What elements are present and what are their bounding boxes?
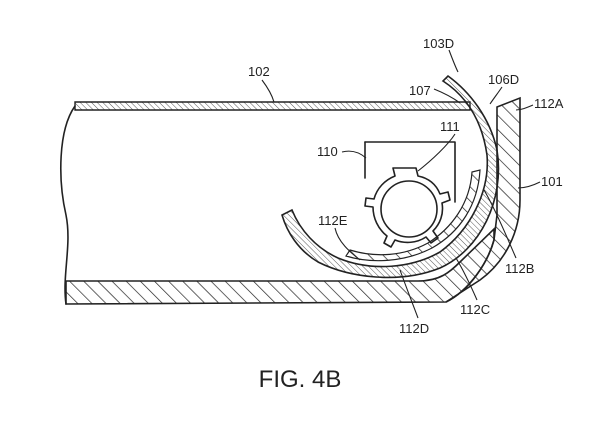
reference-labels: 102 103D 106D 107 112A 111 110 101 112E … bbox=[248, 36, 564, 336]
gear-111 bbox=[364, 167, 451, 248]
housing-body bbox=[60, 105, 76, 305]
curved-strip bbox=[281, 74, 500, 279]
label-111: 111 bbox=[440, 119, 460, 134]
label-110: 110 bbox=[317, 144, 338, 159]
label-112E: 112E bbox=[318, 213, 348, 228]
label-103D: 103D bbox=[423, 36, 454, 51]
label-112B: 112B bbox=[505, 261, 534, 276]
label-112D: 112D bbox=[399, 321, 429, 336]
label-112A: 112A bbox=[534, 96, 564, 111]
label-102: 102 bbox=[248, 64, 270, 79]
label-101: 101 bbox=[541, 174, 563, 189]
figure-caption: FIG. 4B bbox=[259, 366, 342, 393]
label-106D: 106D bbox=[488, 72, 519, 87]
label-107: 107 bbox=[409, 83, 431, 98]
motor-housing-110 bbox=[364, 141, 456, 203]
top-plate-102 bbox=[74, 101, 471, 111]
label-112C: 112C bbox=[460, 302, 490, 317]
leader-lines bbox=[261, 49, 541, 319]
right-wall-101 bbox=[445, 96, 521, 303]
